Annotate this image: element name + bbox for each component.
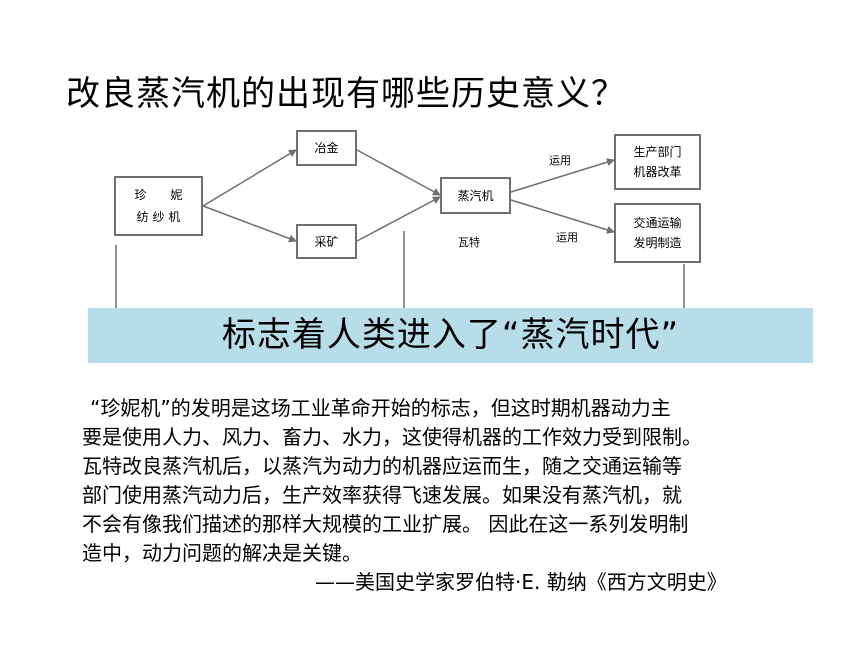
box-transport-line1: 交通运输 xyxy=(633,216,682,230)
quote-source: ——美国史学家罗伯特·E. 勒纳《西方文明史》 xyxy=(315,570,727,594)
box-production-line2: 机器改革 xyxy=(633,165,682,179)
label-watt: 瓦特 xyxy=(458,236,480,249)
box-spinning-jenny-line2: 纺 纱 机 xyxy=(136,210,181,224)
box-metallurgy: 冶金 xyxy=(296,130,357,166)
arrow-jenny-to-metallurgy xyxy=(202,149,297,207)
arrow-steam-to-transport xyxy=(510,199,615,234)
quote-line: 瓦特改良蒸汽机后，以蒸汽为动力的机器应运而生，随之交通运输等 xyxy=(82,454,682,478)
box-spinning-jenny-line1: 珍 妮 xyxy=(134,188,183,202)
box-mining-label: 采矿 xyxy=(314,234,339,249)
arrow-mining-to-steam xyxy=(356,196,441,242)
conclusion-banner: 标志着人类进入了“蒸汽时代” xyxy=(88,308,813,363)
arrow-steam-to-production xyxy=(510,158,615,193)
box-production-line1: 生产部门 xyxy=(633,145,682,159)
box-steam-engine-label: 蒸汽机 xyxy=(457,188,494,203)
arrow-metallurgy-to-steam xyxy=(356,149,441,196)
slide-title: 改良蒸汽机的出现有哪些历史意义？ xyxy=(66,74,626,114)
quote-line: 部门使用蒸汽动力后，生产效率获得飞速发展。如果没有蒸汽机，就 xyxy=(82,483,682,507)
box-transport-invention: 交通运输 发明制造 xyxy=(614,203,701,263)
label-apply-bottom: 运用 xyxy=(556,231,578,244)
quote-line: 要是使用人力、风力、畜力、水力，这使得机器的工作效力受到限制。 xyxy=(82,425,702,449)
box-transport-line2: 发明制造 xyxy=(633,236,682,250)
box-spinning-jenny: 珍 妮 纺 纱 机 xyxy=(114,176,203,236)
quote-line: 造中，动力问题的解决是关键。 xyxy=(82,541,362,565)
box-mining: 采矿 xyxy=(296,224,357,259)
box-production-reform: 生产部门 机器改革 xyxy=(614,134,701,190)
box-metallurgy-label: 冶金 xyxy=(314,141,339,155)
arrow-jenny-to-mining xyxy=(202,205,297,243)
historian-quote: “珍妮机”的发明是这场工业革命开始的标志，但这时期机器动力主 要是使用人力、风力… xyxy=(82,394,822,568)
quote-line: 不会有像我们描述的那样大规模的工业扩展。 因此在这一系列发明制 xyxy=(82,512,689,536)
quote-line: “珍妮机”的发明是这场工业革命开始的标志，但这时期机器动力主 xyxy=(90,396,671,420)
label-apply-top: 运用 xyxy=(549,154,571,167)
box-steam-engine: 蒸汽机 xyxy=(440,177,511,214)
